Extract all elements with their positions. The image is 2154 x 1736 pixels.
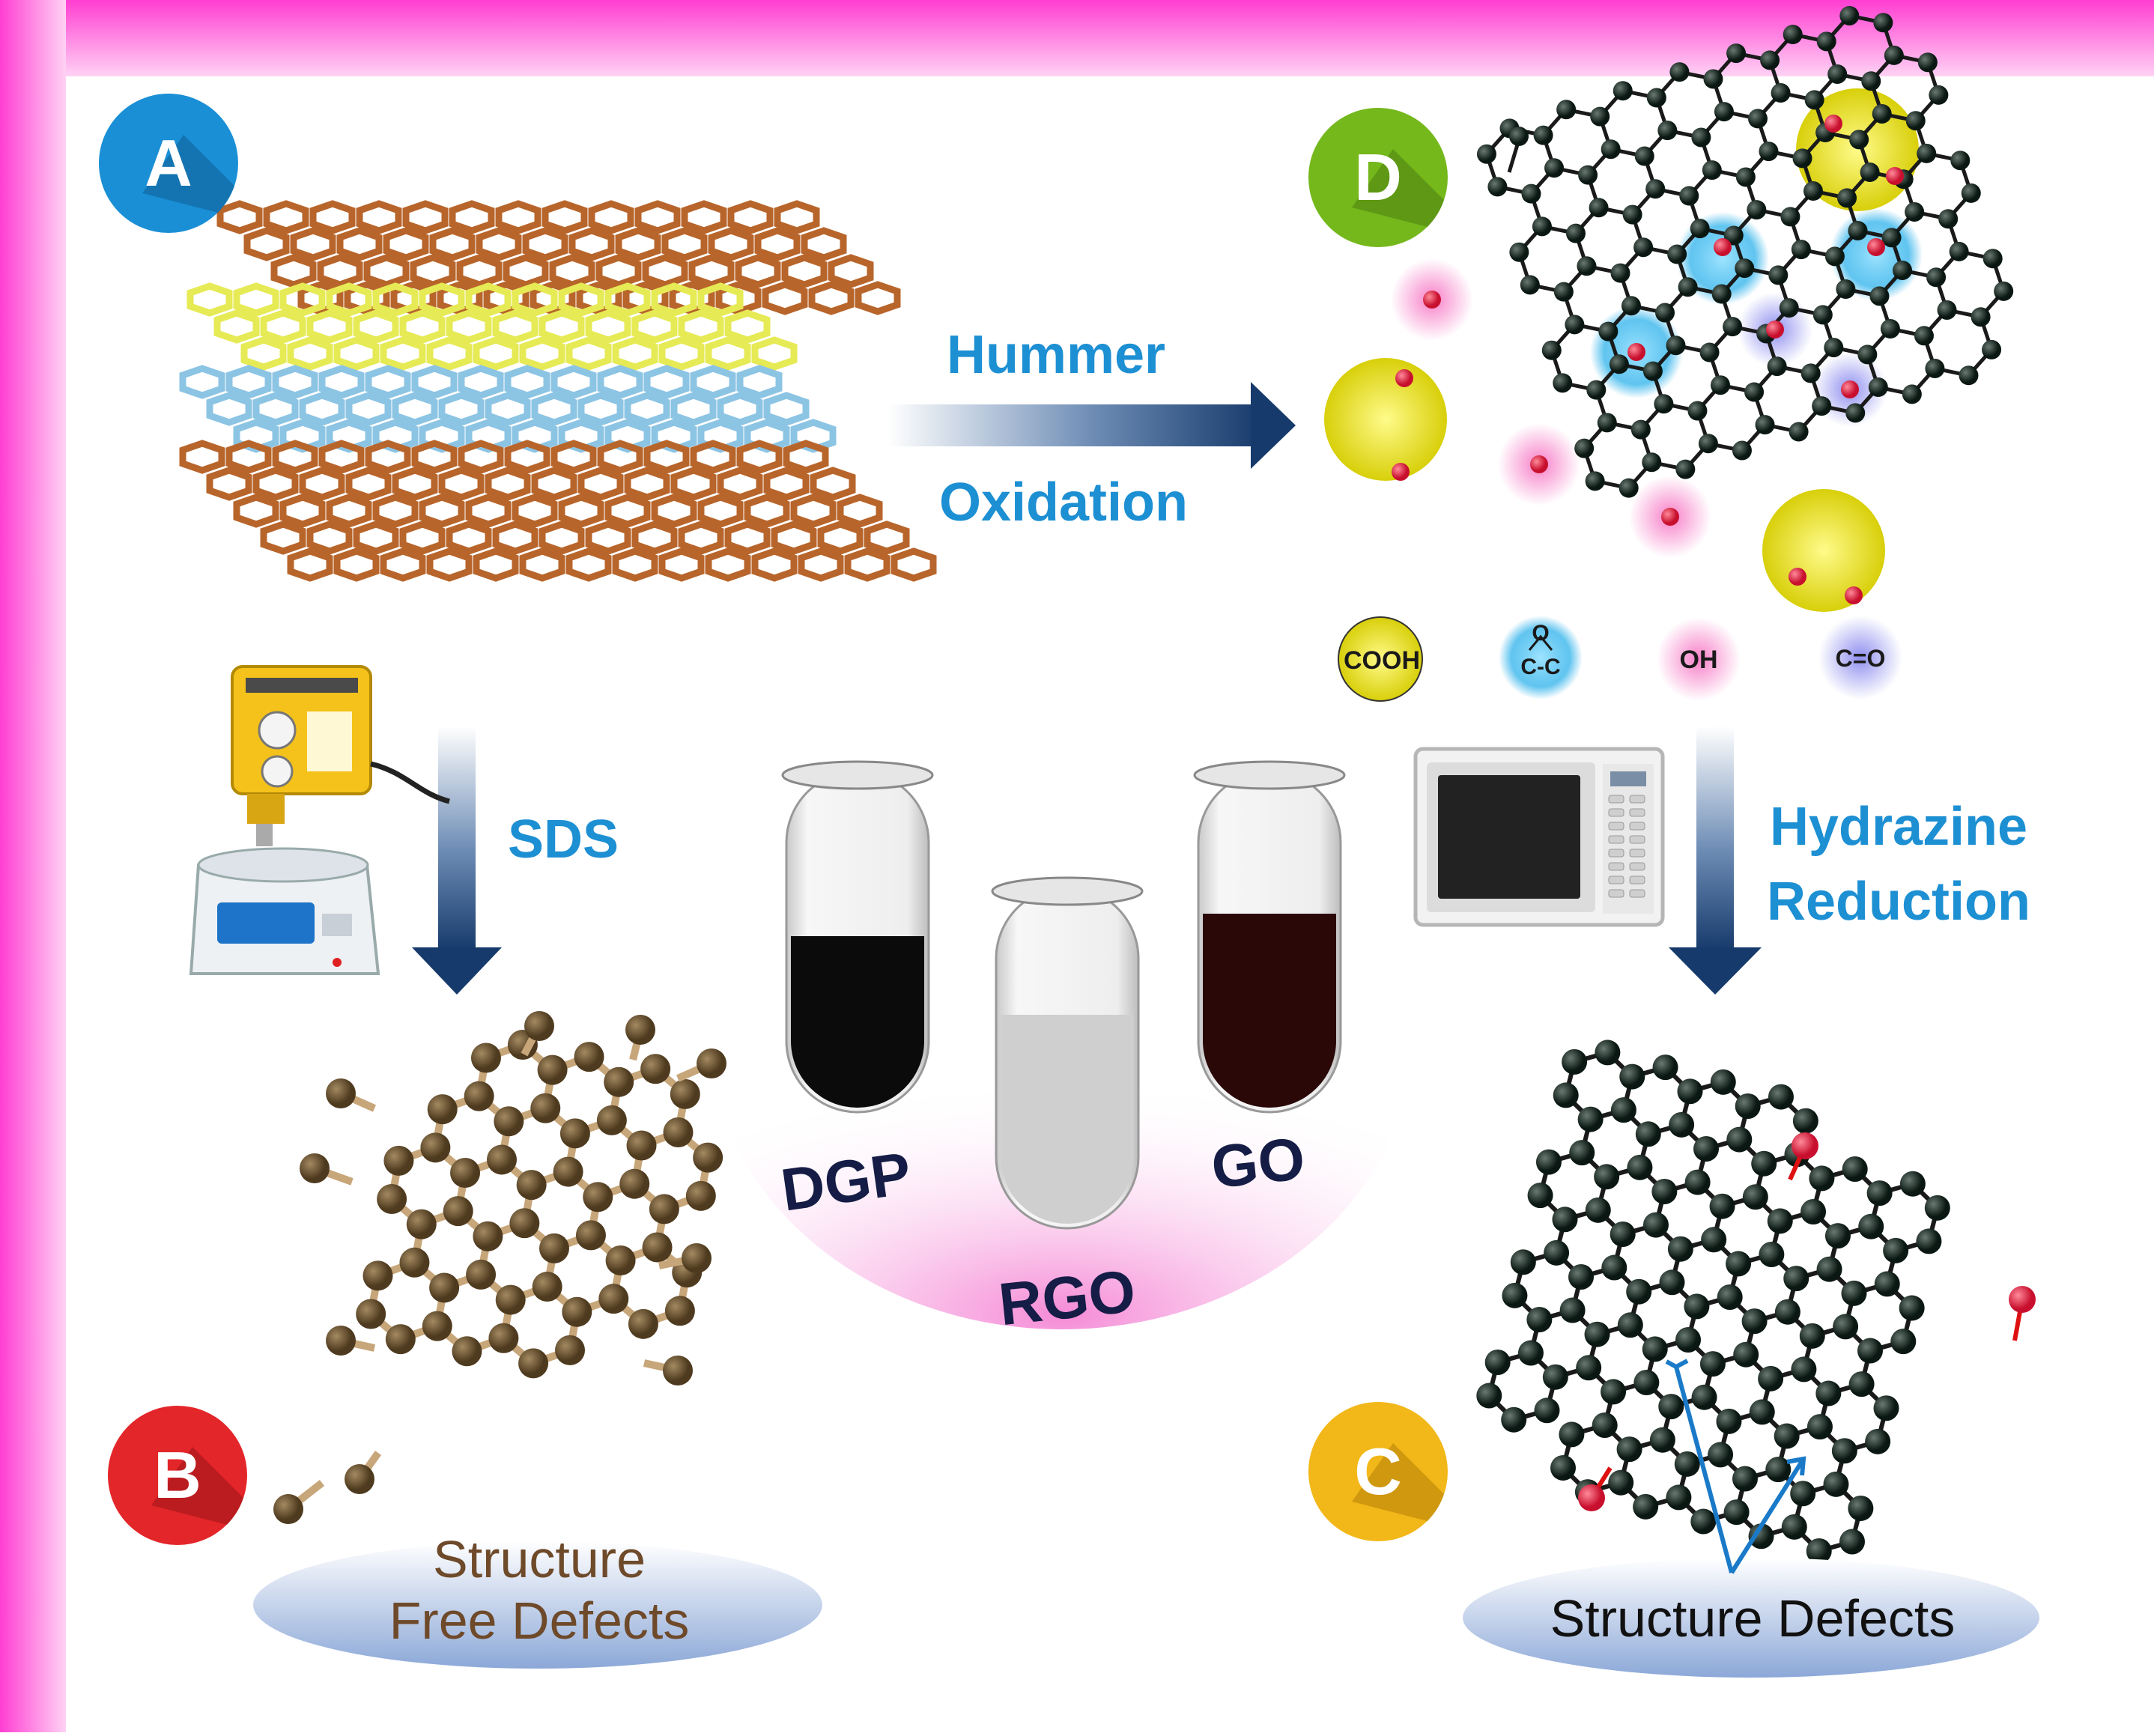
carbon-lattice bbox=[1476, 5, 2014, 498]
oxidation-arrow: Hummer Oxidation bbox=[888, 325, 1296, 532]
caption-c-text: Structure Defects bbox=[1550, 1589, 1956, 1648]
edge-atoms bbox=[273, 1011, 726, 1524]
vial-rgo-label: RGO bbox=[995, 1257, 1138, 1338]
functional-group-legend: COOH O C-C OH C=O bbox=[1338, 616, 1902, 702]
caption-b-ellipse bbox=[253, 1541, 822, 1669]
reduction-label-1: Hydrazine bbox=[1770, 797, 2027, 857]
sonicator-icon bbox=[231, 665, 450, 846]
graphite-stack bbox=[179, 200, 937, 582]
svg-text:COOH: COOH bbox=[1344, 646, 1420, 675]
svg-text:O: O bbox=[1532, 621, 1549, 646]
caption-c-ellipse bbox=[1463, 1558, 2039, 1678]
legend-cooh: COOH bbox=[1338, 616, 1423, 702]
graphene-oxide-sheet bbox=[1324, 5, 2014, 612]
defect-free-graphene bbox=[273, 1011, 726, 1524]
reduction-arrow: Hydrazine Reduction bbox=[1669, 726, 2030, 995]
panel-letter: C bbox=[1354, 1434, 1402, 1508]
graphite-layer bbox=[179, 440, 937, 582]
panel-letter: B bbox=[154, 1438, 201, 1512]
vial-rgo-liquid bbox=[1001, 1015, 1134, 1224]
graphite-layer bbox=[179, 365, 837, 453]
panel-badge-b: B bbox=[108, 1406, 247, 1545]
oxidation-label-1: Hummer bbox=[947, 325, 1165, 385]
legend-carbonyl: C=O bbox=[1818, 616, 1902, 699]
reduced-graphene-oxide bbox=[1476, 1040, 2036, 1564]
graphite-layer bbox=[186, 282, 798, 371]
vial-rgo: RGO bbox=[991, 876, 1144, 1338]
caption-b-line1: Structure bbox=[433, 1530, 646, 1588]
svg-text:C=O: C=O bbox=[1836, 645, 1886, 672]
vial-go: GO bbox=[1193, 760, 1346, 1201]
reduction-label-2: Reduction bbox=[1767, 872, 2030, 932]
sds-arrow: SDS bbox=[412, 726, 619, 995]
panel-letter: A bbox=[145, 126, 192, 200]
residual-oxygen bbox=[1578, 1132, 2036, 1511]
panel-badge-c: C bbox=[1308, 1402, 1448, 1541]
legend-epoxy: O C-C bbox=[1499, 616, 1583, 699]
vial-dgp-liquid bbox=[791, 936, 924, 1108]
defect-arrows bbox=[1665, 1359, 1806, 1574]
oxygen-atoms bbox=[1392, 115, 1904, 604]
svg-text:OH: OH bbox=[1680, 646, 1718, 674]
panel-letter: D bbox=[1354, 140, 1402, 214]
microwave-icon bbox=[1413, 747, 1665, 927]
caption-b-line2: Free Defects bbox=[389, 1591, 690, 1650]
left-border bbox=[0, 0, 66, 1732]
centrifuge-icon bbox=[189, 847, 380, 975]
oxidation-label-2: Oxidation bbox=[939, 473, 1188, 532]
sds-label: SDS bbox=[508, 810, 619, 869]
svg-text:C-C: C-C bbox=[1520, 655, 1560, 679]
vial-go-label: GO bbox=[1208, 1125, 1308, 1201]
panel-badge-d: D bbox=[1308, 108, 1448, 247]
legend-oh: OH bbox=[1657, 617, 1741, 701]
panel-badge-a: A bbox=[99, 94, 238, 233]
vial-go-liquid bbox=[1203, 914, 1336, 1108]
